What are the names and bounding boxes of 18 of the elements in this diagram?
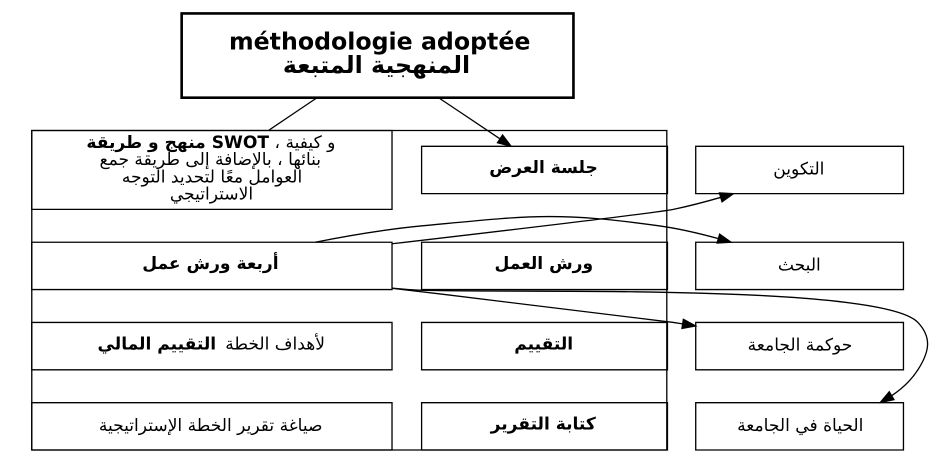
arrow [392,288,928,404]
node-box: صياغة تقرير الخطة الإستراتيجية [30,402,392,451]
arrow [438,97,512,148]
connector [268,97,317,131]
node-box: كتابة التقرير [420,402,668,451]
node-box: الحياة في الجامعة [694,402,904,451]
arrow [392,192,735,244]
arrow [314,216,732,244]
node-box: التقييم المالي لأهداف الخطة [30,322,392,370]
node-box: منهج و طريقة SWOT ، و كيفية بنائها ، بالإضافة إلى طريقة جمع العوامل معًا لتحديد التوجه الاستراتيجي [30,130,392,210]
node-box: حوكمة الجامعة [694,322,904,370]
node-box: جلسة العرض [420,146,668,194]
node-box: ورش العمل [420,242,668,290]
node-box: التكوين [694,146,904,194]
node-box: أربعة ورش عمل [30,242,392,290]
node-box: التقييم [420,322,668,370]
arrow [392,288,698,330]
node-box: البحث [694,242,904,290]
